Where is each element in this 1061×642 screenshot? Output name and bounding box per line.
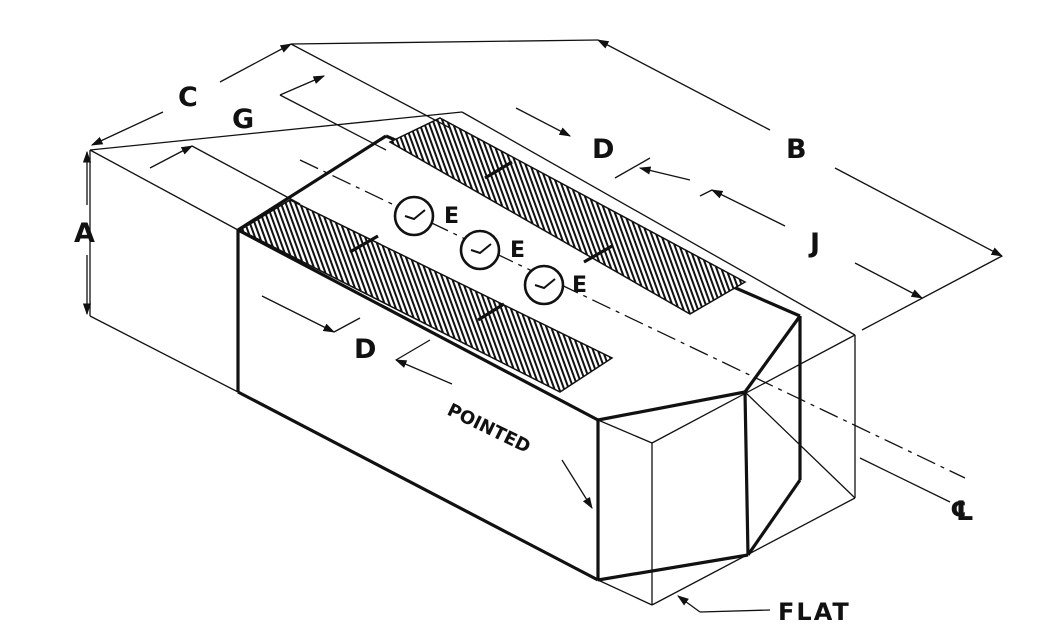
- jaw-body-outline: [236, 134, 802, 582]
- label-g: G: [232, 104, 254, 135]
- hole-marker-1: [393, 195, 435, 237]
- serration-strip-back: [388, 117, 747, 315]
- label-flat: FLAT: [778, 598, 851, 626]
- dimension-lines: [82, 39, 1004, 613]
- label-d-bottom: D: [354, 334, 376, 365]
- hole-marker-2: [459, 229, 501, 271]
- hole-marker-3: [523, 264, 565, 306]
- label-a: A: [74, 218, 95, 249]
- hole-markers: [393, 195, 565, 306]
- serration-strip-front: [238, 199, 614, 393]
- label-d-top: D: [592, 134, 614, 165]
- label-centerline: ℄: [950, 496, 974, 527]
- label-b: B: [786, 134, 807, 165]
- label-e-2: E: [510, 238, 525, 263]
- label-j: J: [808, 228, 820, 259]
- label-pointed: POINTED: [444, 400, 534, 458]
- label-c: C: [178, 82, 198, 113]
- label-e-3: E: [572, 273, 587, 298]
- label-e-1: E: [444, 204, 459, 229]
- serrated-strips: [238, 117, 747, 393]
